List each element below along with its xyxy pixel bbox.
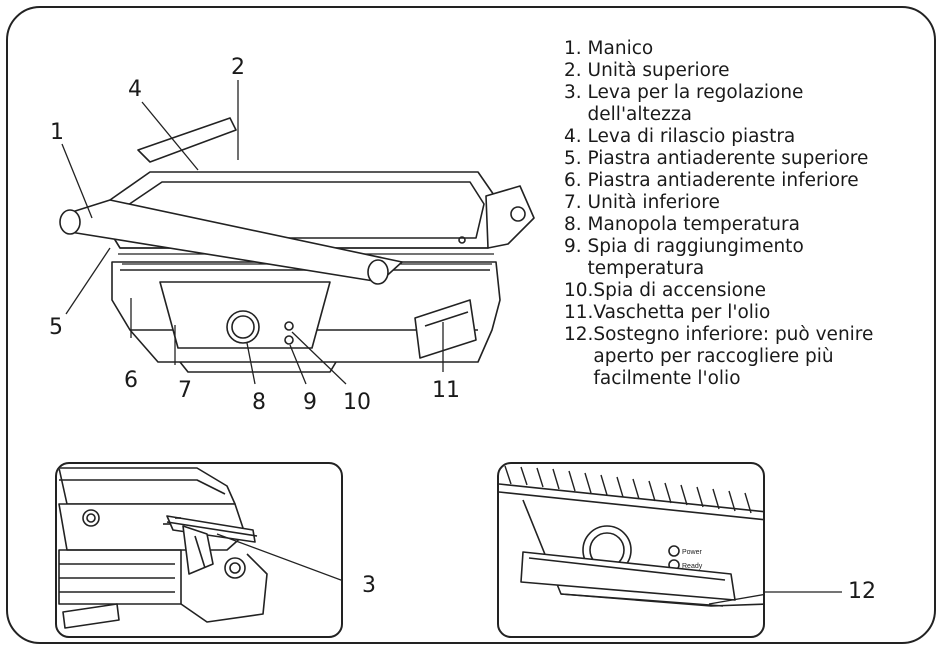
legend-number: 11. (564, 302, 594, 323)
legend-text: Piastra antiaderente inferiore (587, 170, 859, 191)
legend-number: 12. (564, 324, 594, 345)
detail-panel-height-lever (55, 462, 343, 638)
legend-number: 4. (564, 126, 588, 147)
callout-6: 6 (124, 368, 138, 393)
legend-item: 9. Spia di raggiungimento temperatura (564, 236, 934, 280)
legend-number: 1. (564, 38, 588, 59)
legend-number: 5. (564, 148, 588, 169)
callout-1: 1 (50, 120, 64, 145)
callout-10: 10 (343, 390, 371, 415)
outer-frame (6, 6, 936, 644)
legend-text: Manico (587, 38, 654, 59)
legend-item: 11.Vaschetta per l'olio (564, 302, 934, 324)
legend-number: 7. (564, 192, 588, 213)
power-label-small: Power (682, 549, 703, 556)
callout-12: 12 (848, 579, 876, 604)
callout-3: 3 (362, 573, 376, 598)
legend-number: 3. (564, 82, 588, 103)
legend-text: Spia di accensione (593, 280, 767, 301)
legend-number: 8. (564, 214, 588, 235)
callout-9: 9 (303, 390, 317, 415)
callout-11: 11 (432, 378, 460, 403)
callout-7: 7 (178, 378, 192, 403)
legend-item: 6. Piastra antiaderente inferiore (564, 170, 934, 192)
legend-text: Leva di rilascio piastra (587, 126, 796, 147)
legend-item: 4. Leva di rilascio piastra (564, 126, 934, 148)
legend-text: Vaschetta per l'olio (593, 302, 771, 323)
callout-4: 4 (128, 77, 142, 102)
legend-number: 10. (564, 280, 594, 301)
detail-panel-bottom-support: Power Ready (497, 462, 765, 638)
legend-item: 8. Manopola temperatura (564, 214, 934, 236)
callout-5: 5 (49, 315, 63, 340)
legend-text: Piastra antiaderente superiore (587, 148, 869, 169)
legend-number: 6. (564, 170, 588, 191)
legend-number: 2. (564, 60, 588, 81)
legend-number: 9. (564, 236, 588, 257)
callout-8: 8 (252, 390, 266, 415)
legend-item: 2. Unità superiore (564, 60, 934, 82)
ready-label-small: Ready (682, 563, 703, 570)
legend-text: Sostegno inferiore: può venire aperto pe… (593, 324, 874, 389)
bottom-support-detail: Power Ready (499, 465, 763, 607)
callout-2: 2 (231, 55, 245, 80)
legend-item: 12.Sostegno inferiore: può venire aperto… (564, 324, 934, 390)
legend-text: Manopola temperatura (587, 214, 800, 235)
height-lever-detail (58, 467, 341, 629)
legend-item: 3. Leva per la regolazione dell'altezza (564, 82, 934, 126)
legend-item: 7. Unità inferiore (564, 192, 934, 214)
legend-item: 5. Piastra antiaderente superiore (564, 148, 934, 170)
legend-text: Unità inferiore (587, 192, 720, 213)
legend-text: Spia di raggiungimento temperatura (587, 236, 804, 279)
legend-text: Leva per la regolazione dell'altezza (587, 82, 804, 125)
legend-text: Unità superiore (587, 60, 730, 81)
legend-item: 1. Manico (564, 38, 934, 60)
legend-item: 10.Spia di accensione (564, 280, 934, 302)
